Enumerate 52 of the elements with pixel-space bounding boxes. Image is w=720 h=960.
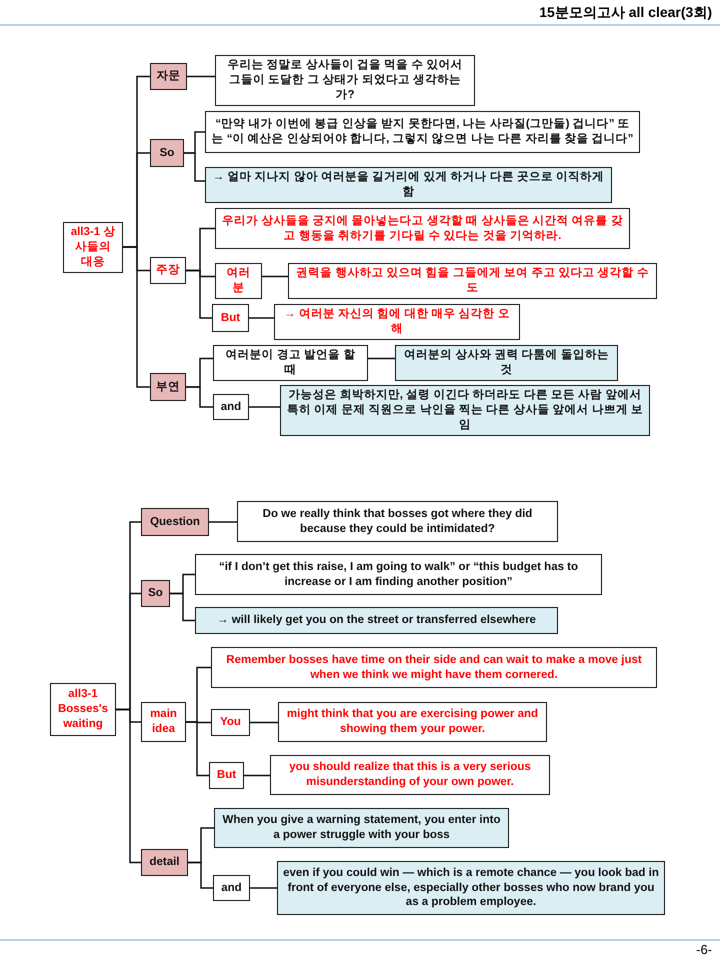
text-box: “만약 내가 이번에 봉급 인상을 받지 못한다면, 나는 사라질(그만둘) 겁니다” 또는 “이 예산은 인상되어야 합니다, 그렇지 않으면 나는 다른 자리를 찾을 겁니다”	[205, 111, 640, 153]
text-box: 여러분이 경고 발언을 할 때	[213, 345, 368, 381]
text-box: “if I don’t get this raise, I am going to walk” or “this budget has to increase or I am finding another position”	[195, 554, 602, 595]
category-box: Question	[141, 508, 209, 536]
text-box: all3-1 상사들의 대응	[63, 222, 123, 273]
text-box: You	[211, 709, 250, 736]
header-title: 15분모의고사 all clear(3회)	[539, 4, 712, 22]
page-number: -6-	[696, 942, 712, 957]
connector-line	[262, 276, 288, 278]
highlight-box: When you give a warning statement, you enter into a power struggle with your boss	[214, 808, 509, 848]
category-box: 자문	[150, 63, 187, 90]
connector-line	[187, 76, 215, 78]
connector-line	[170, 592, 195, 622]
connector-line	[186, 270, 212, 319]
connector-line	[116, 708, 141, 864]
text-box: 우리는 정말로 상사들이 겁을 먹을 수 있어서 그들이 도달한 그 상태가 되었다고 생각하는가?	[215, 55, 475, 106]
connector-line	[249, 317, 274, 319]
connector-line	[186, 386, 213, 408]
text-box: Remember bosses have time on their side and can wait to make a move just when we think we might have them cornered.	[211, 647, 657, 688]
connector-line	[250, 887, 277, 889]
connector-line	[209, 521, 237, 523]
connector-line	[368, 358, 395, 360]
category-box: 부연	[150, 373, 186, 401]
highlight-box: → 얼마 지나지 않아 여러분을 길거리에 있게 하거나 다른 곳으로 이직하게 함	[205, 167, 612, 203]
text-box: 여러분	[215, 263, 262, 299]
text-box: 권력을 행사하고 있으며 힘을 그들에게 보여 주고 있다고 생각할 수도	[288, 263, 657, 299]
text-box: 주장	[150, 257, 186, 284]
category-box: So	[141, 580, 170, 607]
connector-line	[123, 246, 150, 388]
text-box: Do we really think that bosses got where they did because they could be intimidated?	[237, 501, 558, 542]
connector-line	[184, 152, 205, 182]
highlight-box: 가능성은 희박하지만, 설령 이긴다 하더라도 다른 모든 사람 앞에서 특히 이제 문제 직원으로 낙인을 찍는 다른 상사들 앞에서 나쁘게 보임	[280, 385, 650, 436]
text-box: all3-1 Bosses's waiting	[50, 683, 116, 736]
text-box: → 여러분 자신의 힘에 대한 매우 심각한 오해	[274, 304, 520, 340]
highlight-box: → will likely get you on the street or transferred elsewhere	[195, 607, 558, 634]
text-box: and	[213, 875, 250, 901]
highlight-box: 여러분의 상사와 권력 다툼에 돌입하는 것	[395, 345, 618, 381]
connector-line	[188, 862, 213, 889]
category-box: So	[150, 139, 184, 167]
text-box: and	[213, 394, 249, 420]
category-box: detail	[141, 849, 188, 876]
text-box: 우리가 상사들을 궁지에 몰아넣는다고 생각할 때 상사들은 시간적 여유를 갖고 행동을 취하기를 기다릴 수 있다는 것을 기억하라.	[215, 208, 630, 249]
connector-line	[244, 774, 270, 776]
connector-line	[186, 721, 209, 776]
text-box: main idea	[141, 702, 186, 742]
highlight-box: even if you could win — which is a remote chance — you look bad in front of everyone else, especially other bosses who now brand you as a problem employee.	[277, 861, 665, 915]
connector-line	[249, 406, 280, 408]
text-box: But	[212, 304, 249, 332]
text-box: you should realize that this is a very serious misunderstanding of your own power.	[270, 755, 550, 795]
text-box: But	[209, 762, 244, 789]
text-box: might think that you are exercising power and showing them your power.	[278, 702, 547, 742]
connector-line	[250, 722, 278, 724]
